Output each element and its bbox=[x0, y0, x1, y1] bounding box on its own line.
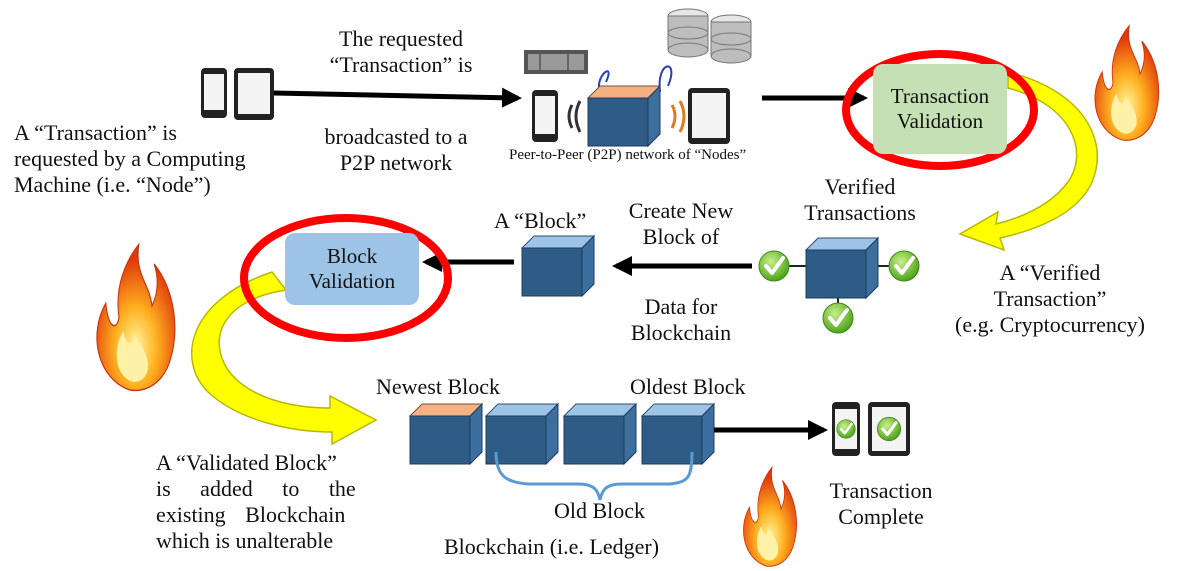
highlight-ring-transaction bbox=[842, 50, 1038, 170]
transaction-validation-box: Transaction Validation bbox=[873, 64, 1007, 154]
node-cube-icon bbox=[587, 85, 661, 147]
newest-block-cube-icon bbox=[409, 403, 483, 465]
tablet-icon bbox=[688, 88, 730, 144]
tx-validation-line1: Transaction bbox=[890, 84, 990, 108]
server-rack-icon bbox=[524, 50, 588, 74]
cable-line bbox=[658, 65, 673, 93]
old-block-label: Old Block bbox=[554, 498, 646, 523]
tx-validation-line2: Validation bbox=[896, 109, 984, 133]
arrow-broadcast bbox=[273, 87, 522, 108]
p2p-caption: Peer-to-Peer (P2P) network of “Nodes” bbox=[509, 147, 747, 163]
data-for-blockchain-text: Data for Blockchain bbox=[630, 294, 732, 345]
transaction-complete-text: Transaction Complete bbox=[829, 478, 933, 529]
check-icon bbox=[757, 249, 791, 283]
curved-arrow-verified bbox=[958, 71, 1098, 252]
flame-icon bbox=[1094, 25, 1160, 141]
verified-transaction-text: A “Verified Transaction” (e.g. Cryptocur… bbox=[955, 260, 1145, 337]
check-icon bbox=[887, 249, 921, 283]
check-icon bbox=[821, 301, 855, 335]
node-cube-icon bbox=[805, 237, 879, 299]
flame-icon bbox=[742, 466, 798, 567]
broadcast-bottom-text: broadcasted to a P2P network bbox=[324, 124, 468, 175]
oldest-block-label: Oldest Block bbox=[630, 374, 746, 399]
create-new-block-text: Create New Block of bbox=[628, 198, 734, 249]
block-validation-line1: Block bbox=[326, 244, 378, 268]
verified-transactions-text: Verified Transactions bbox=[804, 174, 916, 225]
block-cube-icon bbox=[521, 235, 595, 297]
tablet-check-icon bbox=[868, 402, 910, 456]
curved-arrow-validated bbox=[191, 271, 378, 446]
block-validation-line2: Validation bbox=[308, 269, 396, 293]
flame-icon bbox=[96, 243, 176, 392]
oldest-block-cube-icon bbox=[641, 403, 715, 465]
highlight-ring-block bbox=[240, 214, 452, 342]
newest-block-label: Newest Block bbox=[376, 374, 501, 399]
tablet-icon bbox=[234, 68, 274, 120]
wireless-signal-icon bbox=[567, 100, 686, 133]
broadcast-top-text: The requested “Transaction” is bbox=[329, 26, 473, 77]
blockchain-ledger-label: Blockchain (i.e. Ledger) bbox=[444, 534, 660, 559]
phone-icon bbox=[201, 68, 227, 118]
old-block-brace bbox=[494, 451, 694, 501]
block-cube-icon bbox=[563, 403, 637, 465]
a-block-label: A “Block” bbox=[494, 208, 587, 233]
phone-check-icon bbox=[832, 402, 860, 456]
block-validation-box: Block Validation bbox=[285, 233, 419, 305]
requested-text: A “Transaction” is requested by a Comput… bbox=[14, 120, 246, 197]
validated-block-added-text: A “Validated Block” is added to the exis… bbox=[156, 450, 356, 553]
database-icon bbox=[667, 8, 752, 64]
phone-icon bbox=[532, 90, 558, 142]
